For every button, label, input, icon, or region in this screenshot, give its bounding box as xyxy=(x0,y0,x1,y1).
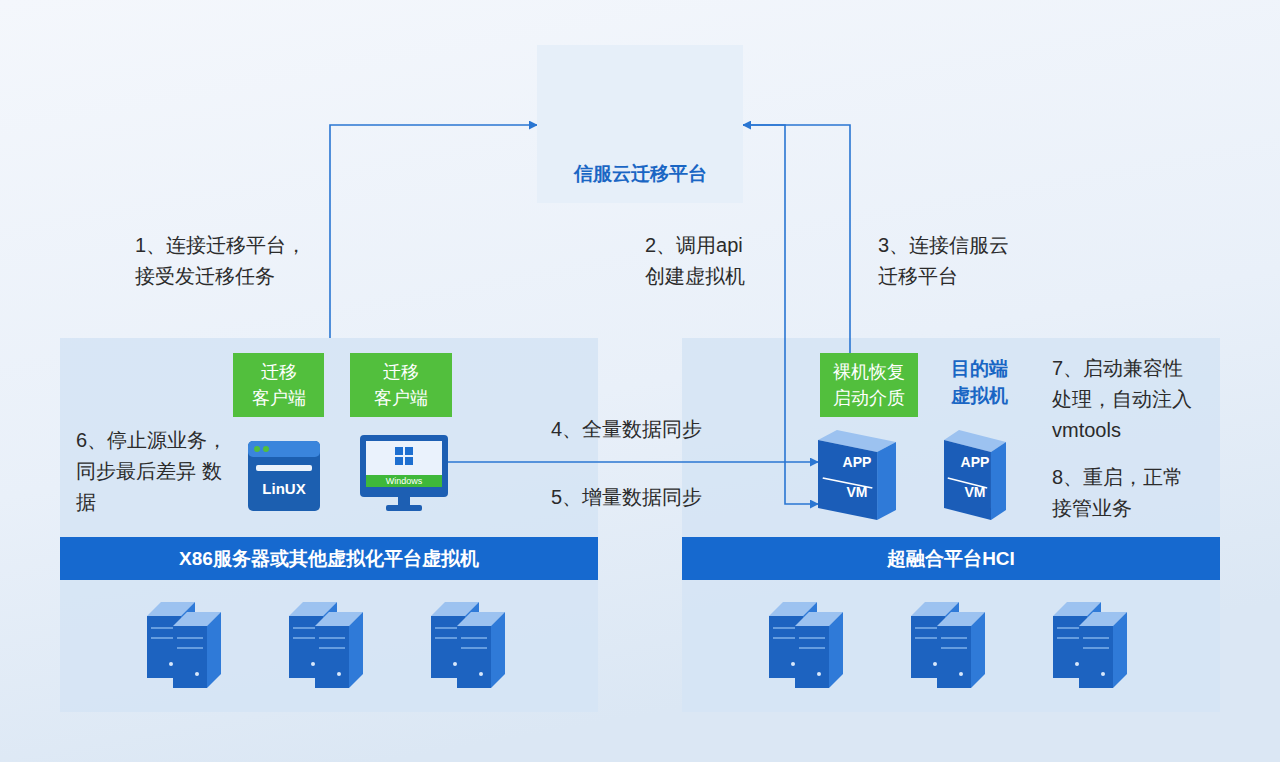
vm-cube: APP VM xyxy=(818,430,896,520)
vm-cube: APP VM xyxy=(944,430,1006,520)
node-text: VM xyxy=(827,484,886,500)
step-note: 7、启动兼容性 处理，自动注入 vmtools xyxy=(1052,353,1194,446)
step-label: 5、增量数据同步 xyxy=(551,482,702,513)
win-graphic xyxy=(360,435,448,513)
node-text: 超融合平台HCI xyxy=(682,537,1220,580)
linux-icon: LinUX xyxy=(248,435,320,513)
node-text: X86服务器或其他虚拟化平台虚拟机 xyxy=(60,537,598,580)
step-label: 1、连接迁移平台， 接受发迁移任务 xyxy=(135,230,309,292)
boot-media-box: 裸机恢复 启动介质 xyxy=(820,353,918,417)
target-panel-ground xyxy=(682,338,1220,712)
node-text: Windows xyxy=(386,476,423,486)
node-text: 信服云迁移平台 xyxy=(574,161,707,187)
step-note: 8、重启，正常 接管业务 xyxy=(1052,462,1186,524)
step-label: 4、全量数据同步 xyxy=(551,414,702,445)
cube-graphic xyxy=(944,430,1006,520)
target-title: 目的端 虚拟机 xyxy=(950,355,1009,409)
source-panel: X86服务器或其他虚拟化平台虚拟机 迁移 客户端 迁移 客户端 LinUX Window… xyxy=(60,338,598,712)
flow-arrow xyxy=(743,125,850,353)
step-label: 2、调用api 创建虚拟机 xyxy=(645,230,747,292)
node-text: 迁移 客户端 xyxy=(373,359,429,411)
step-label: 3、连接信服云 迁移平台 xyxy=(878,230,1012,292)
node-text: VM xyxy=(951,484,998,500)
node-text: 裸机恢复 启动介质 xyxy=(832,359,906,411)
step-note: 6、停止源业务， 同步最后差异 数据 xyxy=(76,425,230,518)
client-box: 迁移 客户端 xyxy=(350,353,452,417)
linux-graphic xyxy=(248,435,320,513)
flow-arrow xyxy=(448,461,818,463)
platform-box: 信服云迁移平台 xyxy=(537,45,743,203)
flow-arrow xyxy=(330,125,537,338)
server-icons xyxy=(147,602,1127,688)
node-text: APP xyxy=(827,454,886,470)
node-text: 迁移 客户端 xyxy=(251,359,307,411)
node-text: LinUX xyxy=(262,480,305,497)
cube-graphic xyxy=(818,430,896,520)
source-panel-ground xyxy=(60,338,598,712)
client-box: 迁移 客户端 xyxy=(233,353,324,417)
node-text: APP xyxy=(951,454,998,470)
windows-icon: Windows xyxy=(360,435,448,513)
flow-arrow xyxy=(743,125,818,504)
